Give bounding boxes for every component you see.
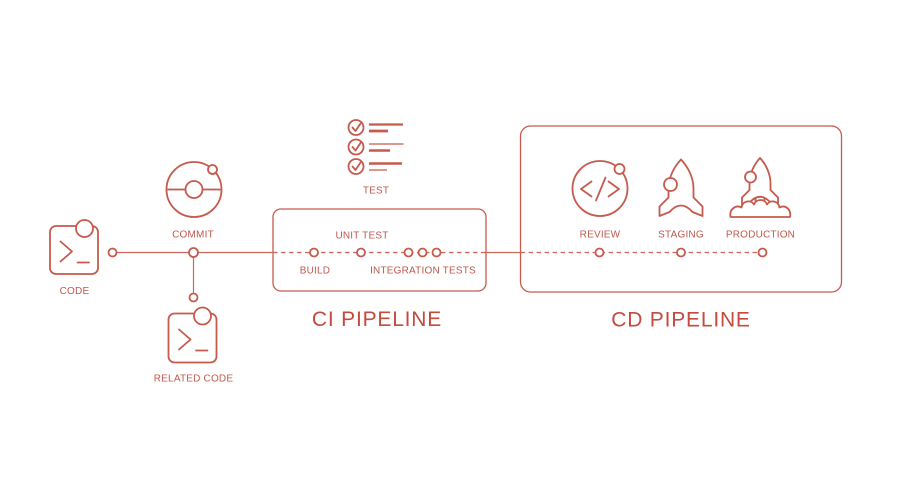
check-circle-2 — [347, 138, 365, 156]
staging-label: STAGING — [658, 230, 704, 241]
git-commit-icon — [165, 161, 223, 218]
code-output-node — [107, 247, 118, 258]
review-orbit-dot — [613, 163, 626, 175]
related-code-label: RELATED CODE — [154, 374, 234, 385]
code-chevron-left — [580, 180, 593, 198]
review-node — [594, 247, 605, 258]
production-label: PRODUCTION — [726, 230, 795, 241]
commit-label: COMMIT — [172, 230, 214, 241]
code-label: CODE — [60, 286, 90, 297]
integration-tests-label: INTEGRATION TESTS — [370, 266, 476, 277]
code-review-icon — [571, 160, 629, 217]
build-node — [309, 247, 319, 258]
ci-pipeline-box — [272, 208, 487, 292]
prompt-chevron — [59, 240, 73, 263]
terminal-badge-circle — [75, 219, 94, 238]
check-mark-1 — [351, 122, 362, 132]
staging-node — [676, 247, 686, 258]
rocket-icon — [658, 158, 704, 217]
smoke-cloud — [729, 199, 792, 218]
commit-ring — [165, 161, 223, 218]
check-circle-1 — [347, 119, 365, 136]
related-code-node — [188, 292, 199, 303]
build-label: BUILD — [300, 266, 330, 277]
production-node — [757, 247, 768, 258]
rocket-launch-icon — [729, 157, 792, 218]
unit-test-label: UNIT TEST — [335, 231, 388, 242]
review-label: REVIEW — [580, 230, 621, 241]
check-circle-3 — [347, 158, 365, 175]
code-slash — [595, 176, 607, 202]
test-label: TEST — [363, 186, 389, 197]
terminal-frame — [167, 312, 218, 364]
rocket-window — [663, 177, 678, 192]
terminal-badge-circle — [193, 306, 212, 326]
integration-test-node-2 — [417, 247, 428, 258]
check-mark-3 — [351, 161, 362, 171]
checklist-icon — [347, 119, 404, 175]
rocket-window — [744, 170, 757, 184]
review-ring — [571, 160, 629, 217]
ci-pipeline-title: CI PIPELINE — [312, 308, 442, 331]
cd-pipeline-box — [519, 125, 843, 293]
terminal-icon — [167, 306, 218, 364]
code-chevron-right — [607, 180, 620, 198]
terminal-frame — [49, 225, 99, 275]
integration-test-node-1 — [403, 247, 414, 258]
prompt-chevron — [178, 328, 192, 351]
terminal-icon — [49, 219, 99, 275]
unit-test-node — [356, 247, 366, 258]
commit-orbit-dot — [207, 164, 218, 175]
commit-dot — [184, 180, 204, 199]
cd-pipeline-title: CD PIPELINE — [611, 309, 751, 332]
commit-junction-node — [188, 247, 199, 258]
integration-test-node-3 — [431, 247, 442, 258]
check-mark-2 — [351, 142, 362, 152]
